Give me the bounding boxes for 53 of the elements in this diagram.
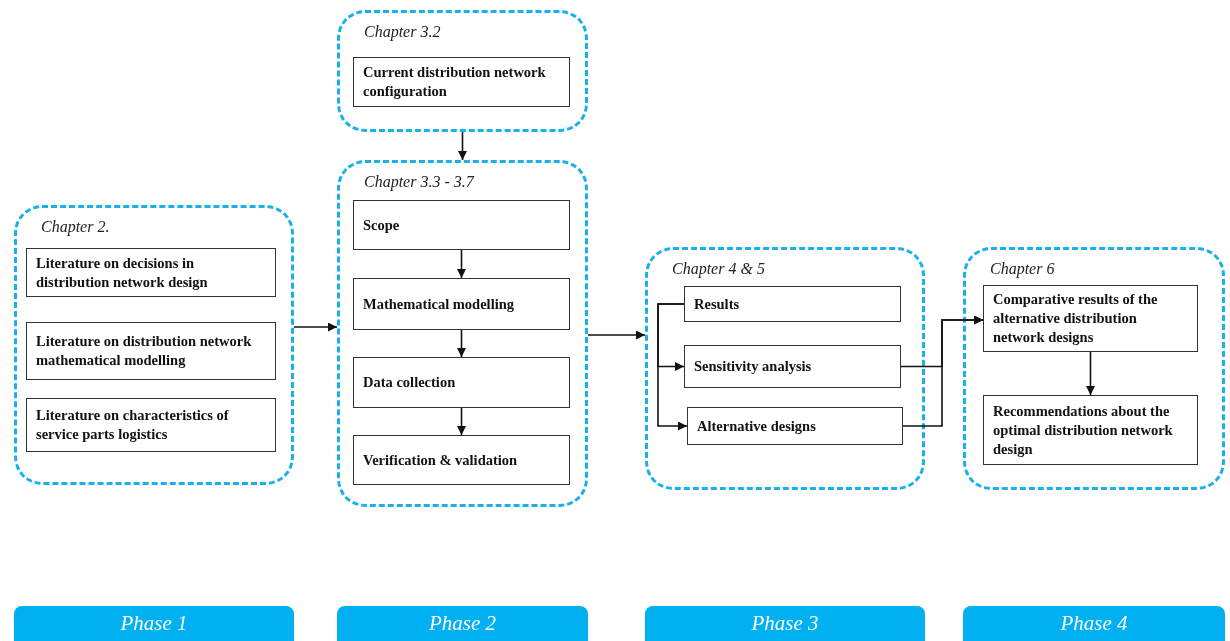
box-text: Alternative designs (697, 416, 816, 436)
arrow (1086, 351, 1095, 396)
arrow (458, 131, 467, 161)
chapter-group (963, 247, 1225, 490)
group-heading: Chapter 3.2 (364, 23, 441, 41)
box-text: Scope (363, 215, 400, 235)
process-box (353, 200, 570, 250)
process-box (353, 278, 570, 330)
process-box (983, 285, 1198, 352)
phase-label: Phase 3 (751, 611, 819, 636)
process-box (26, 322, 276, 380)
arrow (902, 315, 984, 427)
phase-bar (963, 606, 1225, 641)
box-text: Comparative results of the alternative distribution network designs (993, 290, 1159, 347)
arrow (657, 303, 688, 431)
process-box (684, 286, 901, 322)
process-box (687, 407, 903, 445)
box-text: Data collection (363, 373, 456, 392)
phase-label: Phase 4 (1060, 611, 1128, 636)
box-text: Current distribution network configuration (363, 63, 547, 101)
process-box (26, 398, 276, 452)
arrow (293, 322, 338, 332)
box-text: Mathematical modelling (363, 294, 515, 314)
group-heading: Chapter 3.3 - 3.7 (364, 173, 474, 191)
phase-bar (337, 606, 588, 641)
box-text: Literature on distribution network mathematical modelling (36, 332, 253, 370)
phase-bar (14, 606, 294, 641)
arrow (587, 330, 646, 340)
box-text: Results (694, 294, 740, 314)
chapter-group (337, 10, 588, 132)
phase-label: Phase 1 (120, 611, 188, 636)
chapter-group (14, 205, 294, 485)
process-box (26, 248, 276, 297)
group-heading: Chapter 4 & 5 (672, 260, 765, 278)
arrow (457, 329, 466, 358)
process-box (353, 435, 570, 485)
group-heading: Chapter 6 (990, 260, 1055, 278)
group-heading: Chapter 2. (41, 218, 110, 236)
box-text: Recommendations about the optimal distribution network design (993, 401, 1174, 459)
arrow (457, 249, 466, 279)
process-box (684, 345, 901, 388)
box-text: Verification & validation (363, 450, 518, 470)
box-text: Literature on characteristics of service parts logistics (36, 406, 230, 444)
chapter-group (645, 247, 925, 490)
arrow (457, 407, 466, 436)
process-box (983, 395, 1198, 465)
box-text: Sensitivity analysis (694, 357, 812, 376)
box-text: Literature on decisions in distribution network design (36, 253, 209, 292)
process-box (353, 57, 570, 107)
phase-bar (645, 606, 925, 641)
chapter-group (337, 160, 588, 507)
phase-label: Phase 2 (428, 611, 497, 636)
process-box (353, 357, 570, 408)
